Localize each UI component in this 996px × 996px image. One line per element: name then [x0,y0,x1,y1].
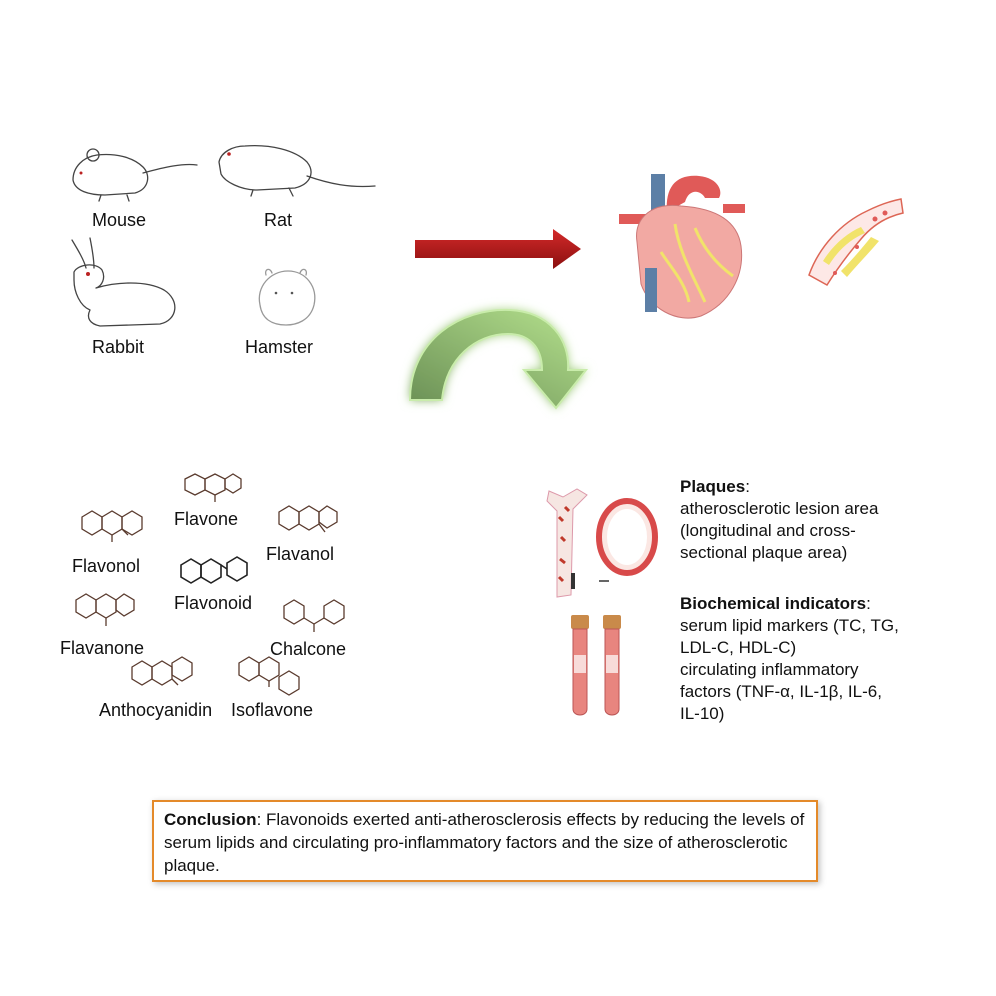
hamster-label: Hamster [245,337,314,357]
red-arrow-icon [415,229,581,269]
heart-illustration [619,174,745,319]
rat-drawing [218,144,376,197]
blood-tubes-illustration [571,615,621,716]
hamster-drawing [258,268,316,326]
biochemical-line3: circulating inflammatory [680,660,859,679]
biochemical-line5: IL-10) [680,704,725,723]
mouse-label: Mouse [92,210,147,230]
biochemical-line4: factors (TNF-α, IL-1β, IL-6, [680,682,882,701]
biochemical-section: Biochemical indicators: serum lipid mark… [680,593,980,725]
plaques-line2: (longitudinal and cross- [680,521,856,540]
flavonoid-label: Flavonoid [174,593,253,613]
isoflavone-label: Isoflavone [231,700,314,720]
flavonol-label: Flavonol [72,556,141,576]
rat-label: Rat [264,210,293,230]
conclusion-title: Conclusion [164,810,257,829]
isoflavone-molecule [238,656,300,696]
plaques-title: Plaques [680,477,746,496]
aorta-en-face-illustration [546,488,588,598]
flavanone-label: Flavanone [60,638,145,658]
conclusion-box: Conclusion: Flavonoids exerted anti-athe… [152,800,818,882]
flavanol-molecule [278,505,338,533]
plaques-line3: sectional plaque area) [680,543,848,562]
flavanone-molecule [75,593,135,626]
biochemical-title: Biochemical indicators [680,594,867,613]
biochemical-line2: LDL-C, HDL-C) [680,638,797,657]
anthocyanidin-molecule [131,656,193,686]
plaques-line1: atherosclerotic lesion area [680,499,879,518]
plaques-section: Plaques: atherosclerotic lesion area (lo… [680,476,980,564]
flavone-molecule [184,473,242,502]
flavonol-molecule [81,510,143,542]
artery-plaque-illustration [808,198,904,287]
flavonoid-molecule [180,556,248,584]
chalcone-label: Chalcone [270,639,347,659]
aorta-cross-section-illustration [596,498,658,582]
mouse-drawing [72,148,198,202]
green-curved-arrow-icon [408,308,589,410]
chalcone-molecule [283,599,345,632]
flavone-label: Flavone [174,509,239,529]
rabbit-drawing [71,237,176,327]
anthocyanidin-label: Anthocyanidin [99,700,213,720]
biochemical-line1: serum lipid markers (TC, TG, [680,616,899,635]
conclusion-text: : Flavonoids exerted anti-atherosclerosi… [164,810,805,875]
flavanol-label: Flavanol [266,544,335,564]
rabbit-label: Rabbit [92,337,145,357]
